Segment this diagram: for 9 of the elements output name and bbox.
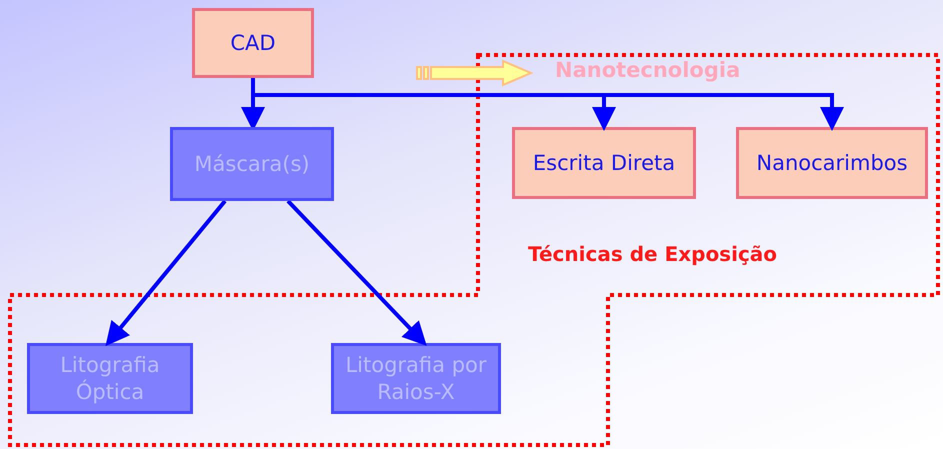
process-box: Litografia Óptica <box>27 343 193 414</box>
arrow <box>286 200 427 346</box>
process-box: Nanocarimbos <box>736 127 928 199</box>
process-box: Escrita Direta <box>512 127 696 199</box>
region-title: Técnicas de Exposição <box>528 242 778 267</box>
heading-text: Nanotecnologia <box>555 58 740 82</box>
process-box: Máscara(s) <box>170 127 334 201</box>
process-box: CAD <box>192 8 314 78</box>
process-box: Litografia por Raios-X <box>331 343 501 414</box>
